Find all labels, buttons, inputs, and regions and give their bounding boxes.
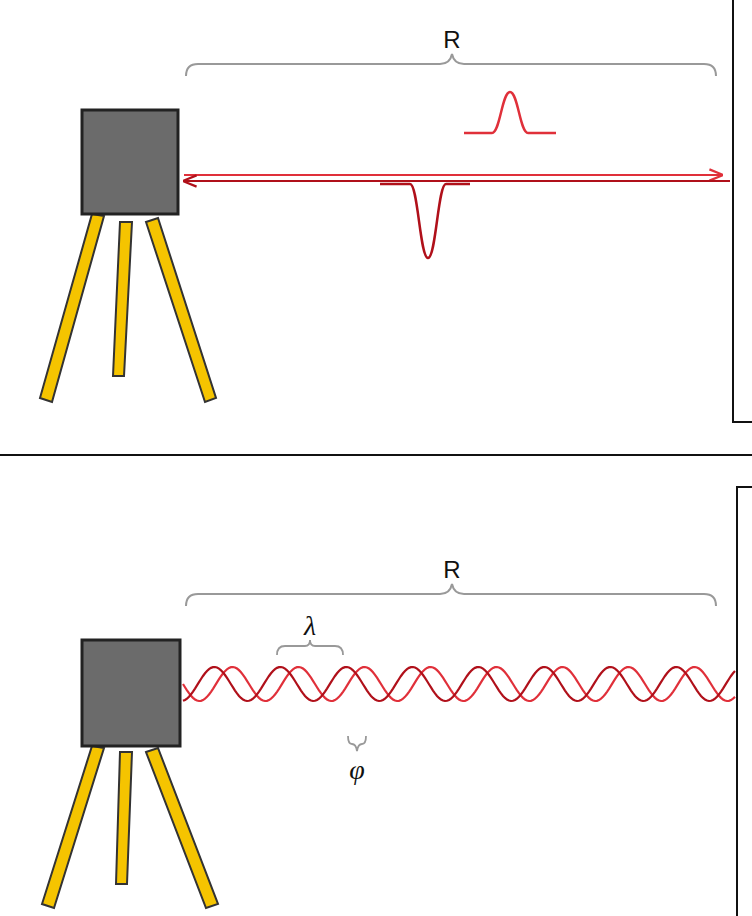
dimension-label: φ [349,756,365,784]
target-wall [733,0,752,422]
dimension-label: R [443,28,460,52]
phase-bracket [348,736,366,751]
target-wall [737,487,752,916]
tripod-legs [40,214,216,402]
instrument-box [82,110,178,214]
dimension-label: R [443,558,460,582]
range-bracket [186,584,716,606]
emitted-pulse [464,92,556,133]
dimension-label: λ [304,612,316,640]
panel-divider [0,454,752,456]
instrument-box [82,640,180,746]
modulated-waves [183,667,735,701]
range-bracket [186,54,716,76]
outgoing-beam [184,174,722,176]
tripod-legs [42,746,218,908]
wave-trace [183,667,735,701]
return-beam [184,180,730,182]
wave-trace [183,667,735,701]
returned-pulse [380,184,470,258]
wavelength-bracket [277,640,343,655]
